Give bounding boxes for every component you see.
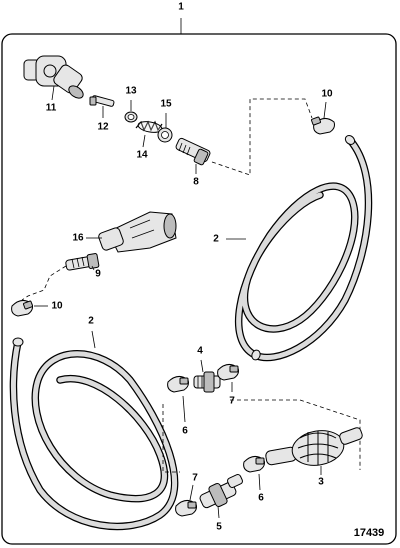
callout-12: 12 (97, 122, 109, 133)
hose-clamp-part-6-upper (167, 376, 189, 393)
callout-13: 13 (125, 86, 137, 97)
pin-part-12 (89, 95, 115, 107)
dash-bracket-lower (162, 404, 180, 473)
fuel-hose-part-2-left (9, 337, 179, 531)
primer-bulb-part-3 (265, 427, 363, 466)
callout-7b: 7 (192, 473, 198, 484)
callout-6b: 6 (258, 493, 264, 504)
assembly-frame (1, 33, 397, 545)
callout-6a: 6 (182, 426, 188, 437)
barbed-fitting-part-8 (175, 137, 211, 166)
dash-link-to-primer-bulb (230, 399, 361, 470)
fuel-hose-part-2-right (234, 135, 373, 362)
callout-5: 5 (216, 522, 222, 533)
callout-7a: 7 (229, 396, 235, 407)
fitting-part-4 (193, 371, 221, 393)
drawing-number: 17439 (354, 527, 385, 539)
o-ring-part-13 (124, 111, 138, 123)
callout-2b: 2 (88, 316, 94, 327)
callout-9: 9 (95, 269, 101, 280)
callout-11: 11 (46, 103, 57, 114)
callout-4: 4 (197, 346, 203, 357)
hose-clamp-part-7-lower (175, 500, 197, 517)
dash-link-8-to-10 (211, 98, 313, 176)
barbed-fitting-part-9 (65, 253, 100, 271)
engine-connector-part-11 (23, 55, 84, 99)
connector-part-5 (199, 473, 243, 509)
callout-8: 8 (193, 177, 199, 188)
callout-10b: 10 (51, 301, 63, 312)
hose-clamp-part-7-upper (217, 364, 239, 381)
hose-clamp-part-10-upper (310, 116, 335, 135)
callout-14: 14 (136, 150, 148, 161)
callout-10a: 10 (321, 89, 333, 100)
callout-3: 3 (318, 477, 324, 488)
hose-clamp-part-10-lower (11, 300, 34, 317)
callout-15: 15 (160, 99, 172, 110)
callout-1: 1 (178, 2, 184, 13)
callout-2a: 2 (213, 234, 219, 245)
tank-connector-part-16 (98, 211, 177, 253)
dash-link-9-to-10 (21, 265, 67, 301)
seal-part-15 (157, 127, 173, 143)
callout-16: 16 (72, 233, 84, 244)
hose-clamp-part-6-lower (243, 456, 265, 473)
